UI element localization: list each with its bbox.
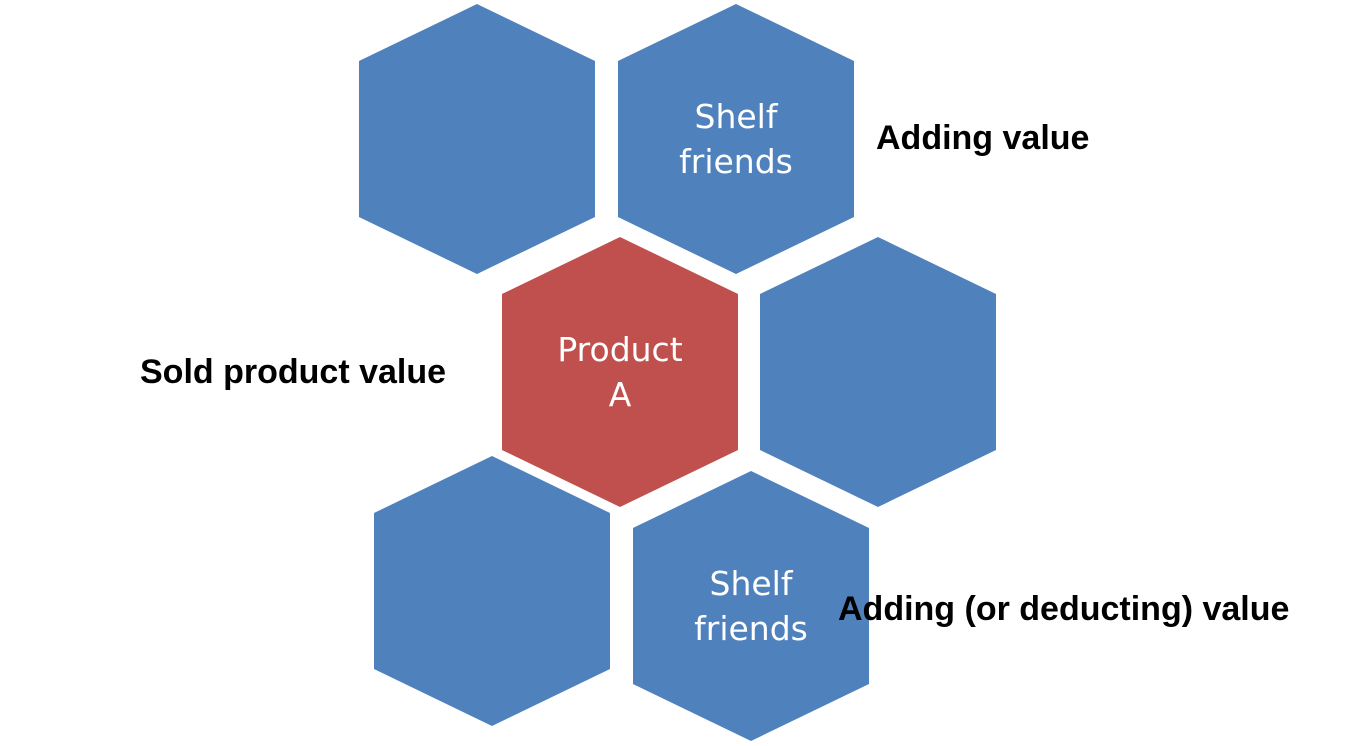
hexagon-middle-right-shape <box>760 237 996 507</box>
adding-or-deducting-value-label: Adding (or deducting) value <box>838 590 1290 628</box>
hexagon-center-shape <box>502 237 738 507</box>
sold-product-value-label: Sold product value <box>140 353 447 391</box>
hexagon-top-right-shape <box>618 4 854 274</box>
hexagon-bottom-left <box>374 456 610 726</box>
hexagon-bottom-right-shape <box>633 471 869 741</box>
hexagon-top-left-shape <box>359 4 595 274</box>
hexagon-center-text-line: Product <box>557 330 682 369</box>
hexagon-top-right-text-line: friends <box>679 142 793 181</box>
hexagon-center-text-line: A <box>609 375 632 414</box>
hexagon-top-right-text-line: Shelf <box>695 97 779 136</box>
hexagon-bottom-right-text-line: friends <box>694 609 808 648</box>
hexagon-top-left <box>359 4 595 274</box>
hexagon-top-right: Shelf friends <box>618 4 854 274</box>
hexagon-bottom-right: Shelf friends <box>633 471 869 741</box>
hexagon-bottom-right-text-line: Shelf <box>710 564 794 603</box>
adding-value-label: Adding value <box>876 119 1090 157</box>
hexagon-middle-right <box>760 237 996 507</box>
hexagon-bottom-left-shape <box>374 456 610 726</box>
